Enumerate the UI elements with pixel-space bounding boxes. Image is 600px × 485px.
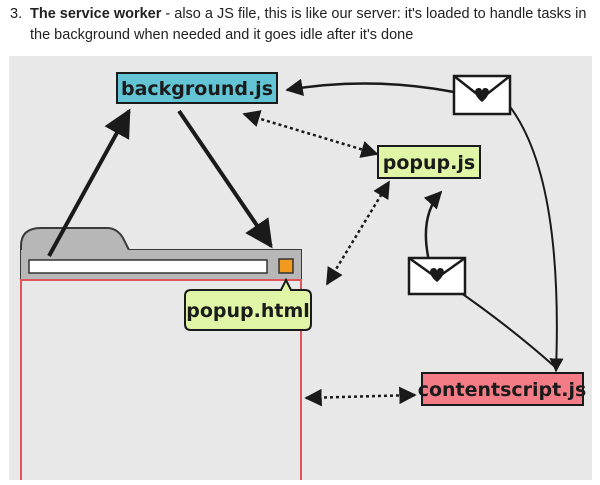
browser-window [20, 227, 302, 480]
message-arrow-bg-popup [242, 110, 379, 158]
message-arrow-popuphtml-popupjs [325, 180, 391, 286]
envelope-heart-icon [452, 74, 512, 116]
popup-js-box: popup.js [377, 145, 481, 179]
bold-term: The service worker [30, 6, 162, 22]
paragraph-line-2: the background when needed and it goes i… [30, 27, 414, 43]
connector-line [177, 109, 273, 249]
paragraph-line-1: - also a JS file, this is like our serve… [161, 6, 587, 22]
message-curve-to-contentscript [496, 91, 564, 373]
popup-html-box: popup.html [184, 277, 312, 331]
extension-architecture-diagram: background.js popup.js popup.html conten… [9, 56, 592, 480]
popup-html-label: popup.html [186, 300, 310, 322]
list-number: 3. [10, 6, 23, 22]
background-js-box: background.js [116, 72, 278, 104]
extension-favicon [278, 258, 294, 274]
popup-js-label: popup.js [383, 152, 475, 174]
envelope-heart-icon [407, 256, 467, 296]
message-curve-popup-to-contentscript [453, 287, 555, 367]
connector-line [47, 108, 131, 257]
message-curve-to-popup-js [423, 190, 443, 262]
background-js-label: background.js [121, 78, 273, 100]
contentscript-js-box: contentscript.js [418, 372, 587, 406]
address-bar [28, 259, 268, 274]
paragraph-text: The service worker - also a JS file, thi… [30, 4, 595, 46]
contentscript-js-label: contentscript.js [418, 379, 587, 401]
message-curve-to-background [285, 78, 455, 96]
message-arrow-page-contentscript [304, 386, 417, 407]
